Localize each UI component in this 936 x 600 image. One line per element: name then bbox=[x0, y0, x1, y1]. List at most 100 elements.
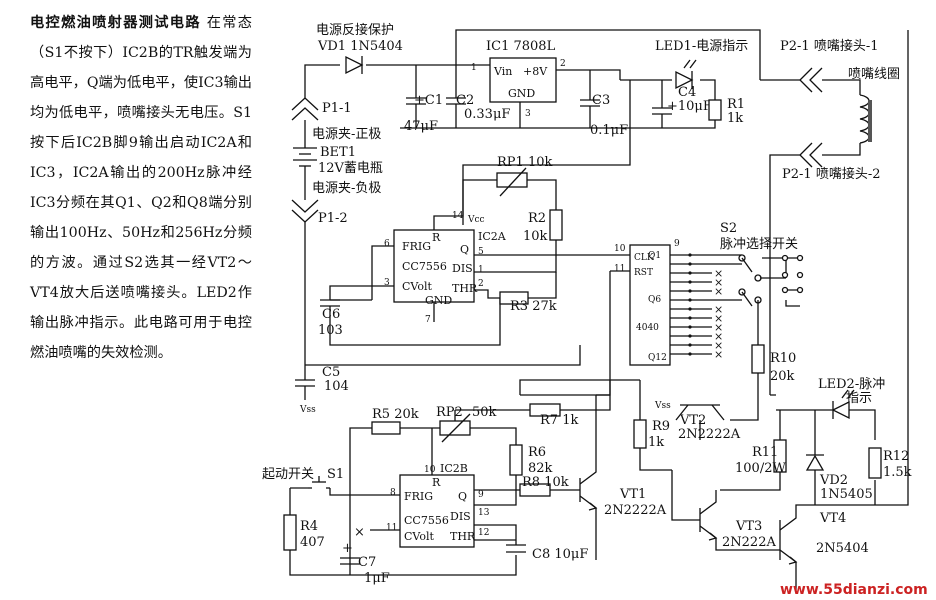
vt2-vss: Vss bbox=[654, 401, 671, 411]
p1-1-clip bbox=[291, 97, 319, 121]
p2-2-connector bbox=[799, 142, 823, 168]
battery-symbol bbox=[293, 147, 317, 167]
c7-value: 1μF bbox=[364, 571, 390, 586]
r9-resistor bbox=[633, 419, 647, 449]
r10-resistor bbox=[751, 344, 765, 374]
r11-value: 100/2W bbox=[735, 461, 786, 476]
s2-contact bbox=[781, 271, 789, 279]
clip-neg-label: 电源夹-负极 bbox=[312, 181, 381, 196]
c2-label: C2 bbox=[456, 93, 474, 108]
vd1-label: VD1 1N5404 bbox=[317, 39, 403, 54]
c8-capacitor bbox=[506, 544, 526, 553]
ic2a-pin6: 6 bbox=[384, 239, 390, 249]
r11-label: R11 bbox=[752, 445, 778, 460]
led2-label: LED2-脉冲 bbox=[818, 377, 885, 392]
ic2b-pin11: 11 bbox=[386, 523, 397, 533]
ic2a-thr: THR bbox=[452, 282, 478, 295]
vt4-label: VT4 bbox=[819, 511, 846, 526]
led1-diode bbox=[675, 59, 697, 90]
counter-output-dot bbox=[688, 271, 692, 275]
counter-output-dot bbox=[688, 307, 692, 311]
vss-label-left: Vss bbox=[299, 405, 316, 415]
ic1-pin1: 1 bbox=[471, 63, 477, 73]
counter-output-dot bbox=[688, 280, 692, 284]
r7-resistor bbox=[529, 403, 561, 417]
c4-label: C4 bbox=[678, 85, 696, 100]
r10-value: 20k bbox=[770, 369, 795, 384]
r1-resistor bbox=[708, 99, 722, 121]
power-wiring bbox=[304, 29, 800, 225]
ic2a-frig: FRIG bbox=[402, 240, 431, 253]
p2-2-label: P2-1 喷嘴接头-2 bbox=[782, 166, 880, 182]
p2-1-connector bbox=[799, 67, 823, 93]
s2-contact bbox=[781, 254, 789, 262]
r5-label: R5 20k bbox=[372, 407, 419, 422]
power-protect-label: 电源反接保护 bbox=[316, 22, 394, 38]
ic2a-dis: DIS bbox=[452, 262, 473, 275]
ic2a-pin7: 7 bbox=[425, 315, 431, 325]
ic2b-cc7556: CC7556 bbox=[404, 514, 449, 527]
counter-output-nc: × bbox=[714, 276, 723, 289]
c8-label: C8 10μF bbox=[532, 547, 588, 562]
counter-output-marks: ××××××××× bbox=[670, 253, 742, 361]
counter-output-dot bbox=[688, 334, 692, 338]
rp1-potentiometer bbox=[496, 172, 528, 188]
rp2-value: 50k bbox=[472, 405, 497, 420]
counter-q1: Q1 bbox=[648, 251, 661, 261]
vd1-diode bbox=[345, 55, 364, 75]
c4-capacitor bbox=[652, 107, 672, 128]
c2-value: 0.33μF bbox=[464, 107, 510, 122]
c7-plus: + bbox=[342, 541, 353, 556]
counter-output-nc: × bbox=[714, 321, 723, 334]
r1-value: 1k bbox=[727, 111, 743, 126]
counter-output-dot bbox=[688, 316, 692, 320]
vd2-label: VD2 bbox=[819, 473, 848, 488]
s2-selector-switch[interactable] bbox=[738, 254, 800, 345]
ic2b-r: R bbox=[432, 476, 441, 489]
c5-capacitor bbox=[295, 379, 315, 400]
ic2a-label: IC2A bbox=[478, 230, 507, 243]
ic2b-pin8: 8 bbox=[390, 488, 396, 498]
counter-output-dot bbox=[688, 262, 692, 266]
counter-pin11: 11 bbox=[614, 264, 625, 274]
r9-label: R9 bbox=[652, 419, 670, 434]
ic2a-gnd: GND bbox=[425, 294, 452, 307]
c7-label: C7 bbox=[358, 555, 376, 570]
led2-wire bbox=[770, 394, 876, 440]
r2-label: R2 bbox=[528, 211, 546, 226]
ic2b-pin9: 9 bbox=[478, 490, 484, 500]
r2-value: 10k bbox=[523, 229, 548, 244]
vss-rail-mid bbox=[305, 345, 581, 366]
counter-output-dot bbox=[688, 253, 692, 257]
c1-value: 47μF bbox=[404, 119, 438, 134]
ic2a-pin2: 2 bbox=[478, 279, 484, 289]
s2-contact bbox=[796, 286, 804, 294]
ic2a-r: R bbox=[432, 231, 441, 244]
s2-contact bbox=[796, 254, 804, 262]
s1-label: S1 bbox=[327, 467, 344, 482]
counter-pin10: 10 bbox=[614, 244, 626, 254]
led1-label: LED1-电源指示 bbox=[655, 39, 748, 54]
clip-pos-label: 电源夹-正极 bbox=[312, 127, 381, 142]
ic2b-q: Q bbox=[458, 490, 467, 503]
ic2a-cc7556: CC7556 bbox=[402, 260, 447, 273]
r9-wire bbox=[639, 380, 672, 471]
rp1-label: RP1 10k bbox=[497, 155, 552, 170]
r12-resistor bbox=[868, 447, 882, 479]
ic2a-wiring bbox=[304, 179, 630, 380]
s1-start-switch[interactable] bbox=[308, 476, 330, 489]
counter-output-nc: × bbox=[714, 330, 723, 343]
ic2a-pin5: 5 bbox=[478, 247, 484, 257]
watermark: www.55dianzi.com bbox=[780, 582, 928, 598]
s2-label: S2 bbox=[720, 221, 737, 236]
counter-output-nc: × bbox=[714, 285, 723, 298]
r12-value: 1.5k bbox=[883, 465, 912, 480]
rp2-label: RP2 bbox=[436, 405, 463, 420]
counter-output-dot bbox=[688, 343, 692, 347]
ic1-gnd: GND bbox=[508, 87, 535, 100]
c3-value: 0.1μF bbox=[590, 123, 628, 138]
vt2-transistor bbox=[675, 404, 725, 440]
counter-q12: Q12 bbox=[648, 353, 667, 363]
vt1-type: 2N2222A bbox=[604, 503, 667, 518]
vt2-type: 2N2222A bbox=[678, 427, 741, 442]
